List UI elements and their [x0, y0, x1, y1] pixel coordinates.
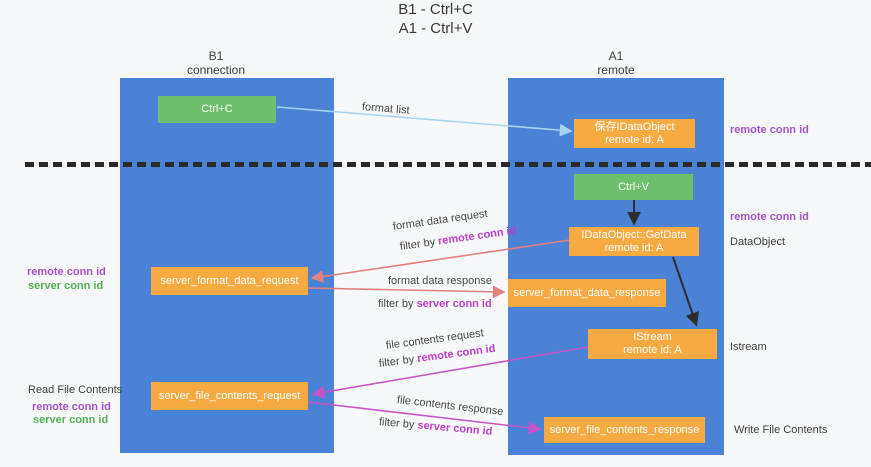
save-idataobject-box: 保存IDataObject remote id: A	[574, 119, 695, 148]
ctrl-v-box: Ctrl+V	[574, 174, 693, 200]
file-contents-request-arrow	[311, 346, 589, 399]
header-b1: B1 connection	[109, 49, 323, 77]
server-format-data-response-label: server_format_data_response	[513, 286, 661, 299]
annotation-write-file-contents: Write File Contents	[734, 424, 828, 436]
istream-box: IStream remote id: A	[588, 329, 717, 359]
annotation-istream: Istream	[730, 341, 767, 353]
header-b1-name: B1	[208, 49, 224, 63]
annotation-left-server-conn-id-bottom: server conn id	[33, 414, 109, 426]
save-idataobject-line2: remote id: A	[605, 133, 664, 146]
annotation-right-remote-conn-id-top: remote conn id	[730, 124, 809, 136]
file-contents-response-arrow	[307, 401, 542, 435]
server-file-contents-response-label: server_file_contents_response	[549, 423, 700, 436]
ctrl-v-label: Ctrl+V	[618, 180, 649, 193]
getdata-box: IDataObject::GetData remote id: A	[569, 227, 699, 256]
istream-line2: remote id: A	[623, 344, 682, 356]
server-format-data-request-label: server_format_data_request	[160, 274, 299, 287]
server-format-data-request-box: server_format_data_request	[151, 267, 308, 295]
header-b1-role: connection	[186, 63, 246, 77]
header-a1-name: A1	[608, 49, 624, 63]
title-line-2: A1 - Ctrl+V	[398, 20, 473, 37]
server-format-data-response-box: server_format_data_response	[508, 279, 666, 307]
format-data-response-filter: filter by server conn id	[378, 298, 492, 310]
getdata-to-istream-arrow	[672, 256, 699, 327]
getdata-line2: remote id: A	[604, 241, 664, 254]
separator-dashed-line	[25, 162, 871, 167]
istream-line1: IStream	[633, 331, 672, 343]
ctrl-c-label: Ctrl+C	[201, 103, 233, 115]
server-file-contents-request-label: server_file_contents_request	[158, 389, 301, 402]
server-file-contents-response-box: server_file_contents_response	[544, 417, 705, 443]
header-a1-role: remote	[597, 63, 635, 77]
format-data-response-arrow	[307, 285, 506, 299]
ctrl-c-box: Ctrl+C	[158, 96, 276, 123]
server-file-contents-request-box: server_file_contents_request	[151, 382, 308, 410]
header-a1: A1 remote	[508, 49, 724, 77]
annotation-left-server-conn-id-mid: server conn id	[28, 280, 104, 292]
diagram-title: B1 - Ctrl+C A1 - Ctrl+V	[0, 0, 871, 38]
annotation-left-remote-conn-id-bottom: remote conn id	[32, 401, 111, 413]
annotation-dataobject: DataObject	[730, 236, 786, 248]
title-line-1: B1 - Ctrl+C	[398, 1, 473, 18]
getdata-line1: IDataObject::GetData	[581, 228, 687, 241]
annotation-read-file-contents: Read File Contents	[28, 384, 123, 396]
annotation-left-remote-conn-id-mid: remote conn id	[27, 266, 106, 278]
format-list-arrow	[276, 106, 573, 137]
save-idataobject-line1: 保存IDataObject	[594, 120, 675, 133]
format-data-response-label: format data response	[388, 275, 492, 287]
annotation-right-remote-conn-id-mid: remote conn id	[730, 211, 809, 223]
format-data-request-arrow	[310, 239, 571, 283]
